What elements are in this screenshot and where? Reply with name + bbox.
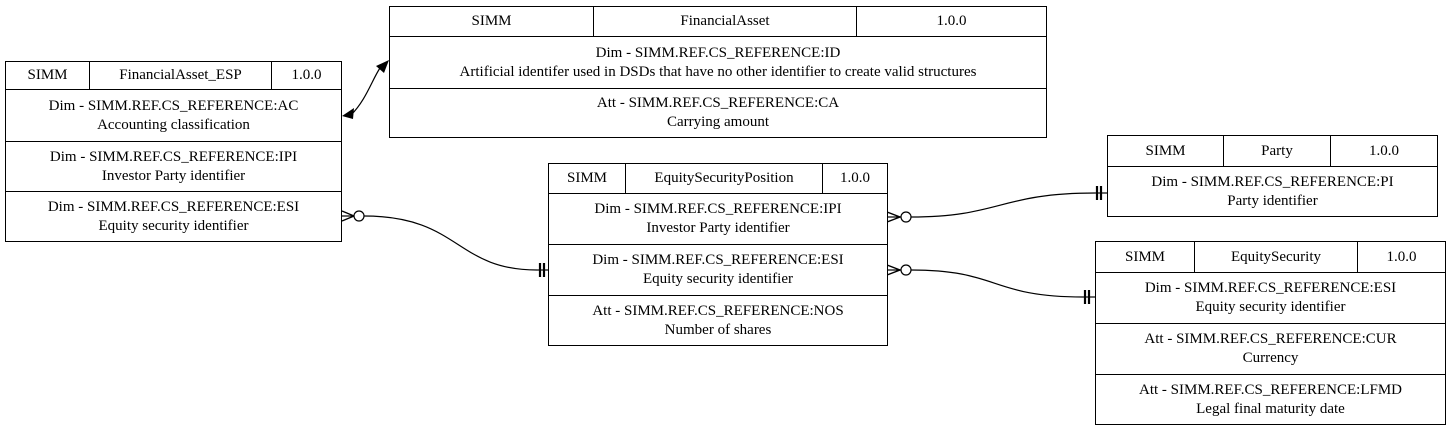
edge-position-esi-to-equity-security-esi: [886, 264, 1095, 304]
field-description: Equity security identifier: [643, 271, 793, 287]
field-code: Dim - SIMM.REF.CS_REFERENCE:ESI: [592, 252, 844, 268]
arrowhead-financial-asset-end: [376, 60, 389, 73]
field-code: Dim - SIMM.REF.CS_REFERENCE:ESI: [1144, 280, 1397, 296]
entity-scheme: SIMM: [1145, 142, 1186, 159]
entity-version: 1.0.0: [1357, 242, 1445, 272]
entity-header: SIMM FinancialAsset 1.0.0: [390, 7, 1046, 37]
entity-equity-security[interactable]: SIMM EquitySecurity 1.0.0 Dim - SIMM.REF…: [1095, 241, 1446, 425]
field-description: Party identifier: [1227, 192, 1318, 209]
entity-financial-asset-esp[interactable]: SIMM FinancialAsset_ESP 1.0.0 Dim - SIMM…: [5, 61, 342, 242]
arrowhead-esp-end: [342, 108, 354, 119]
field-row[interactable]: Att - SIMM.REF.CS_REFERENCE:NOS Number o…: [549, 295, 887, 345]
entity-scheme: SIMM: [471, 13, 512, 29]
field-description: Equity security identifier: [98, 217, 249, 234]
field-code: Dim - SIMM.REF.CS_REFERENCE:IPI: [594, 201, 842, 217]
edge-position-ipi-to-party-pi: [886, 186, 1107, 223]
field-code: Att - SIMM.REF.CS_REFERENCE:LFMD: [1138, 381, 1402, 398]
entity-version: 1.0.0: [856, 7, 1046, 36]
field-row[interactable]: Dim - SIMM.REF.CS_REFERENCE:ESI Equity s…: [1096, 273, 1445, 323]
entity-name: EquitySecurityPosition: [625, 164, 822, 193]
field-code: Dim - SIMM.REF.CS_REFERENCE:AC: [48, 97, 299, 114]
field-code: Att - SIMM.REF.CS_REFERENCE:NOS: [592, 302, 844, 319]
field-description: Number of shares: [664, 321, 772, 338]
entity-name: FinancialAsset_ESP: [89, 62, 271, 89]
field-description: Currency: [1242, 350, 1299, 366]
entity-version: 1.0.0: [1330, 136, 1437, 166]
field-row[interactable]: Dim - SIMM.REF.CS_REFERENCE:AC Accountin…: [6, 90, 341, 141]
field-code: Dim - SIMM.REF.CS_REFERENCE:IPI: [49, 148, 298, 165]
entity-scheme: SIMM: [566, 170, 607, 186]
entity-equity-security-position[interactable]: SIMM EquitySecurityPosition 1.0.0 Dim - …: [548, 163, 888, 346]
entity-name: EquitySecurity: [1194, 242, 1357, 272]
field-row[interactable]: Dim - SIMM.REF.CS_REFERENCE:IPI Investor…: [6, 141, 341, 191]
entity-financial-asset[interactable]: SIMM FinancialAsset 1.0.0 Dim - SIMM.REF…: [389, 6, 1047, 138]
field-code: Att - SIMM.REF.CS_REFERENCE:CUR: [1144, 331, 1397, 347]
entity-scheme: SIMM: [1124, 248, 1165, 265]
field-row[interactable]: Dim - SIMM.REF.CS_REFERENCE:IPI Investor…: [549, 194, 887, 244]
field-description: Accounting classification: [97, 116, 250, 133]
field-row[interactable]: Dim - SIMM.REF.CS_REFERENCE:ESI Equity s…: [6, 191, 341, 241]
edge-esp-esi-to-position-esi: [341, 210, 548, 277]
edge-esp-to-financial-asset: [342, 60, 389, 119]
entity-header: SIMM FinancialAsset_ESP 1.0.0: [6, 62, 341, 90]
field-code: Dim - SIMM.REF.CS_REFERENCE:ID: [595, 44, 841, 61]
field-description: Legal final maturity date: [1196, 400, 1345, 417]
field-code: Dim - SIMM.REF.CS_REFERENCE:PI: [1151, 173, 1394, 190]
field-description: Equity security identifier: [1195, 299, 1346, 315]
field-row[interactable]: Att - SIMM.REF.CS_REFERENCE:CA Carrying …: [390, 88, 1046, 137]
entity-name: Party: [1223, 136, 1330, 166]
field-row[interactable]: Att - SIMM.REF.CS_REFERENCE:LFMD Legal f…: [1096, 374, 1445, 424]
entity-version: 1.0.0: [271, 62, 341, 89]
field-description: Artificial identifer used in DSDs that h…: [459, 63, 977, 80]
field-row[interactable]: Dim - SIMM.REF.CS_REFERENCE:ID Artificia…: [390, 37, 1046, 88]
field-row[interactable]: Att - SIMM.REF.CS_REFERENCE:CUR Currency: [1096, 323, 1445, 374]
field-row[interactable]: Dim - SIMM.REF.CS_REFERENCE:ESI Equity s…: [549, 244, 887, 295]
field-description: Carrying amount: [666, 114, 770, 130]
entity-version: 1.0.0: [822, 164, 887, 193]
entity-party[interactable]: SIMM Party 1.0.0 Dim - SIMM.REF.CS_REFER…: [1107, 135, 1438, 217]
entity-header: SIMM Party 1.0.0: [1108, 136, 1437, 167]
zero-marker: [353, 210, 365, 222]
zero-marker: [900, 264, 912, 276]
entity-header: SIMM EquitySecurity 1.0.0: [1096, 242, 1445, 273]
field-code: Dim - SIMM.REF.CS_REFERENCE:ESI: [47, 198, 300, 215]
field-code: Att - SIMM.REF.CS_REFERENCE:CA: [596, 95, 840, 111]
entity-scheme: SIMM: [27, 67, 68, 83]
zero-marker: [900, 211, 912, 223]
field-description: Investor Party identifier: [101, 167, 246, 184]
field-row[interactable]: Dim - SIMM.REF.CS_REFERENCE:PI Party ide…: [1108, 167, 1437, 216]
entity-header: SIMM EquitySecurityPosition 1.0.0: [549, 164, 887, 194]
field-description: Investor Party identifier: [646, 220, 790, 236]
entity-name: FinancialAsset: [593, 7, 856, 36]
